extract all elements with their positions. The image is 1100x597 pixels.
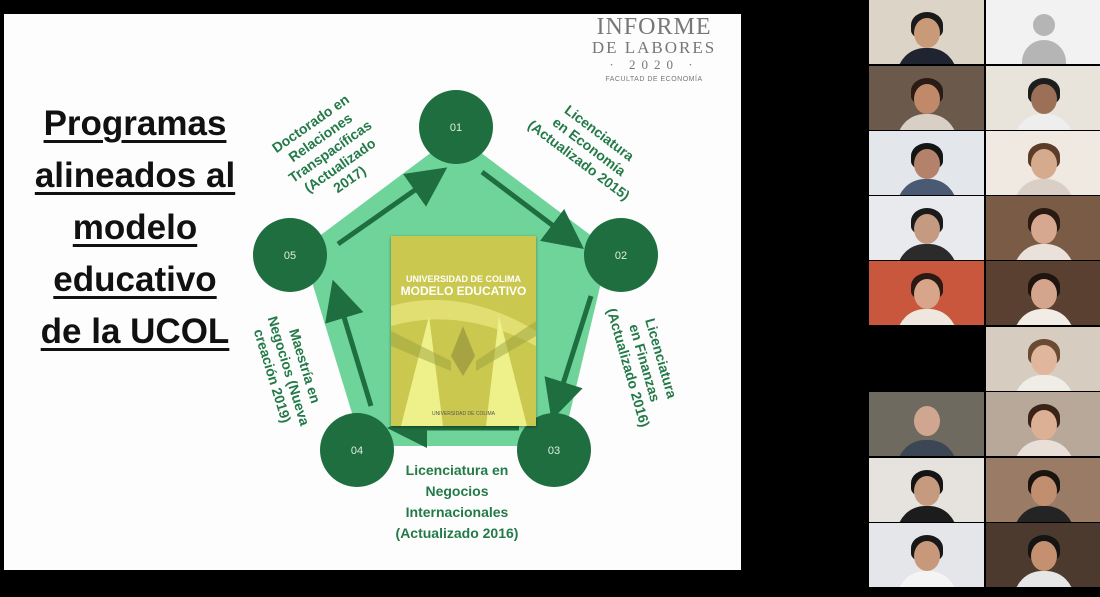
participant-16-video[interactable] xyxy=(869,523,984,587)
svg-text:Negocios: Negocios xyxy=(425,483,488,499)
logo-line-1: INFORME xyxy=(596,14,712,40)
svg-text:Licenciatura en: Licenciatura en xyxy=(406,462,509,478)
participant-12-video[interactable] xyxy=(869,392,984,456)
participant-8-video[interactable] xyxy=(986,196,1100,260)
svg-text:(Actualizado 2016): (Actualizado 2016) xyxy=(396,525,519,541)
participant-5-video[interactable] xyxy=(869,131,984,195)
participant-15-video[interactable] xyxy=(986,458,1100,522)
participant-13-video[interactable] xyxy=(986,392,1100,456)
program-02-label: Licenciatura en Finanzas (Actualizado 20… xyxy=(604,306,680,429)
participant-1-video[interactable] xyxy=(869,0,984,64)
svg-text:05: 05 xyxy=(284,250,296,262)
arrow-02-03 xyxy=(544,295,594,421)
arrow-01-02 xyxy=(480,170,584,250)
svg-text:04: 04 xyxy=(351,445,363,457)
node-04: 04 xyxy=(320,413,394,487)
participant-6-video[interactable] xyxy=(986,131,1100,195)
participant-10-video[interactable] xyxy=(986,261,1100,325)
node-05: 05 xyxy=(253,218,327,292)
book-title-line-1: UNIVERSIDAD DE COLIMA xyxy=(405,274,521,284)
svg-text:01: 01 xyxy=(450,122,462,134)
book-publisher: UNIVERSIDAD DE COLIMA xyxy=(431,411,496,417)
cycle-diagram: 01 02 03 04 05 Licenciatura en Economía … xyxy=(251,90,680,541)
participant-3-video[interactable] xyxy=(869,66,984,130)
participant-4-video[interactable] xyxy=(986,66,1100,130)
program-01-label: Licenciatura en Economía (Actualizado 20… xyxy=(525,102,637,204)
title-line-1: Programas xyxy=(43,104,227,143)
title-line-3: modelo xyxy=(72,208,198,247)
svg-text:03: 03 xyxy=(548,445,560,457)
arrow-05-01 xyxy=(336,167,448,247)
arrow-04-05 xyxy=(325,279,374,407)
program-04-label: Maestría en Negocios (Nueva creación 201… xyxy=(251,314,324,428)
title-line-5: de la UCOL xyxy=(40,312,230,351)
svg-text:02: 02 xyxy=(615,250,627,262)
slide-title: Programas alineados al modelo educativo … xyxy=(16,98,254,358)
book-title-line-2: MODELO EDUCATIVO xyxy=(400,284,527,298)
shared-slide: Programas alineados al modelo educativo … xyxy=(4,14,741,570)
participant-gallery xyxy=(868,0,1100,597)
program-03-label: Licenciatura en Negocios Internacionales… xyxy=(396,462,519,541)
title-line-4: educativo xyxy=(53,260,217,299)
participant-9-video[interactable] xyxy=(869,261,984,325)
logo-line-3: · 2020 · xyxy=(609,57,699,72)
default-avatar-icon xyxy=(1032,14,1055,36)
participant-7-video[interactable] xyxy=(869,196,984,260)
node-01: 01 xyxy=(419,90,493,164)
participant-2-avatar-tile[interactable] xyxy=(986,0,1100,64)
participant-17-video[interactable] xyxy=(986,523,1100,587)
participant-14-video[interactable] xyxy=(869,458,984,522)
title-line-2: alineados al xyxy=(34,156,236,195)
modelo-educativo-book-cover: UNIVERSIDAD DE COLIMA MODELO EDUCATIVO U… xyxy=(391,236,536,426)
node-03: 03 xyxy=(517,413,591,487)
svg-text:Internacionales: Internacionales xyxy=(406,504,509,520)
node-02: 02 xyxy=(584,218,658,292)
informe-logo: INFORME DE LABORES · 2020 · FACULTAD DE … xyxy=(574,14,734,86)
participant-11-video[interactable] xyxy=(986,327,1100,391)
logo-line-4: FACULTAD DE ECONOMÍA xyxy=(605,76,703,83)
logo-line-2: DE LABORES xyxy=(591,38,717,57)
